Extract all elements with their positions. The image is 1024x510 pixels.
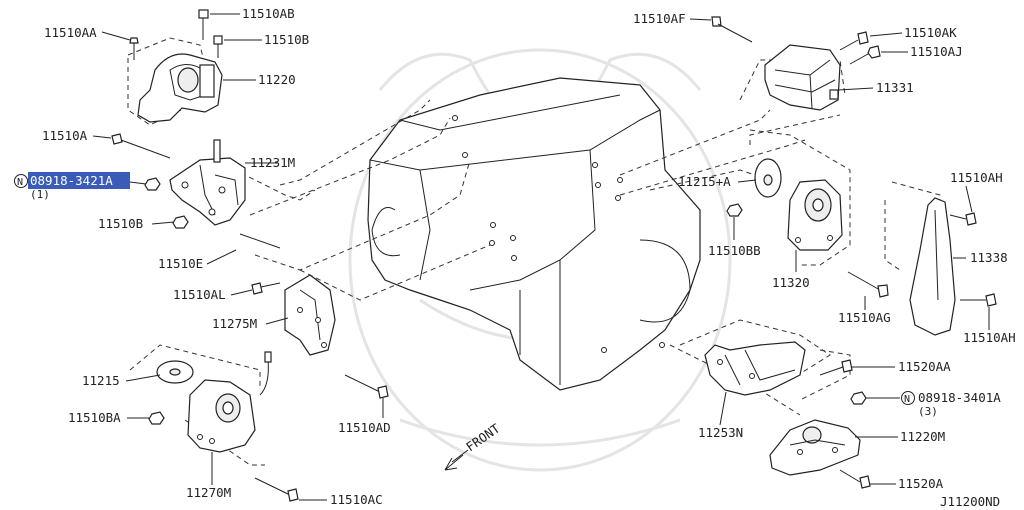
callout-11275M[interactable]: 11275M <box>212 316 257 331</box>
engine-block <box>367 77 701 391</box>
callout-08918-3421A-qty: (1) <box>30 188 50 201</box>
front-label: FRONT <box>463 420 503 454</box>
callout-11510AA[interactable]: 11510AA <box>44 25 97 40</box>
nut-11510B-mid <box>172 215 189 229</box>
bolt-11510AA <box>129 37 139 60</box>
svg-text:N: N <box>904 394 910 405</box>
bolt-11510AJ <box>849 45 881 65</box>
stud-11510E <box>239 233 281 249</box>
part-11275M-bracket <box>284 274 336 356</box>
callout-11220[interactable]: 11220 <box>258 72 296 87</box>
callout-11510AJ[interactable]: 11510AJ <box>910 44 963 59</box>
bolt-11510AF <box>711 16 753 43</box>
diagram-code: J11200ND <box>940 494 1000 509</box>
callout-11510B-top[interactable]: 11510B <box>264 32 309 47</box>
callout-11215[interactable]: 11215 <box>82 373 120 388</box>
bolt-11510B-top <box>213 35 223 58</box>
callout-11253N[interactable]: 11253N <box>698 425 743 440</box>
part-11220-bracket <box>137 53 223 123</box>
callout-11215A[interactable]: 11215+A <box>678 174 731 189</box>
bolt-11510AB <box>198 9 209 40</box>
nut-11510BB <box>726 203 743 217</box>
callout-11510AG[interactable]: 11510AG <box>838 310 891 325</box>
part-11331-bracket <box>764 44 841 111</box>
nut-11510BA <box>148 411 165 425</box>
nut-08918-3401A <box>850 391 867 405</box>
callout-11510AK[interactable]: 11510AK <box>904 25 957 40</box>
callout-11510A[interactable]: 11510A <box>42 128 88 143</box>
callout-11510AF[interactable]: 11510AF <box>633 11 686 26</box>
nut-symbol-icon: N <box>14 174 28 188</box>
callout-08918-3401A-qty: (3) <box>918 405 938 418</box>
callout-11510BB[interactable]: 11510BB <box>708 243 761 258</box>
callout-11220M[interactable]: 11220M <box>900 429 945 444</box>
bolt-11510AH-top <box>949 212 977 226</box>
bolt-11520AA <box>819 359 853 376</box>
svg-text:N: N <box>17 177 23 188</box>
callout-11510AD[interactable]: 11510AD <box>338 420 391 435</box>
callout-11520AA[interactable]: 11520AA <box>898 359 951 374</box>
bolt-11510AK <box>839 31 869 51</box>
nut-08918-3421A <box>144 177 161 191</box>
callout-08918-3401A[interactable]: 08918-3401A <box>918 390 1001 405</box>
bolt-11510AH-bottom <box>960 293 997 307</box>
bolt-11520A <box>839 469 871 489</box>
callout-11338[interactable]: 11338 <box>970 250 1008 265</box>
callout-11520A[interactable]: 11520A <box>898 476 944 491</box>
part-11338-cover <box>909 197 956 336</box>
callout-11510AC[interactable]: 11510AC <box>330 492 383 507</box>
bolt-11510AL <box>251 282 281 295</box>
callout-11231M[interactable]: 11231M <box>250 155 295 170</box>
nut-symbol-icon: N <box>901 391 915 405</box>
callout-11270M[interactable]: 11270M <box>186 485 231 500</box>
highlight-box-08918-3421A <box>28 172 130 189</box>
bolt-11510A <box>111 133 171 159</box>
callout-labels: 11510AA 11510AB 11510B 11220 11510A 1123… <box>30 6 1016 509</box>
bolt-11510AG <box>847 271 889 298</box>
part-11215A-insulator-plate <box>754 158 782 198</box>
leader-lines <box>92 13 990 501</box>
callout-11510AH-top[interactable]: 11510AH <box>950 170 1003 185</box>
callout-11331[interactable]: 11331 <box>876 80 914 95</box>
callout-11510AB[interactable]: 11510AB <box>242 6 295 21</box>
callout-11510E[interactable]: 11510E <box>158 256 203 271</box>
part-11320-mount <box>787 179 843 251</box>
part-11253N-bracket <box>704 341 806 396</box>
callout-08918-3421A[interactable]: 08918-3421A <box>30 173 113 188</box>
callout-11510B-mid[interactable]: 11510B <box>98 216 143 231</box>
callout-11320[interactable]: 11320 <box>772 275 810 290</box>
part-11220M-mount <box>769 419 861 476</box>
callout-11510AL[interactable]: 11510AL <box>173 287 226 302</box>
part-11231M-bracket <box>169 139 246 226</box>
part-11215-insulator-plate <box>156 360 194 384</box>
bolt-11510AC <box>254 477 299 502</box>
part-11270M-mount <box>187 351 272 453</box>
callout-11510AH-bottom[interactable]: 11510AH <box>963 330 1016 345</box>
front-arrow-icon <box>444 449 469 471</box>
bolt-11510AD <box>344 374 389 399</box>
callout-11510BA[interactable]: 11510BA <box>68 410 121 425</box>
